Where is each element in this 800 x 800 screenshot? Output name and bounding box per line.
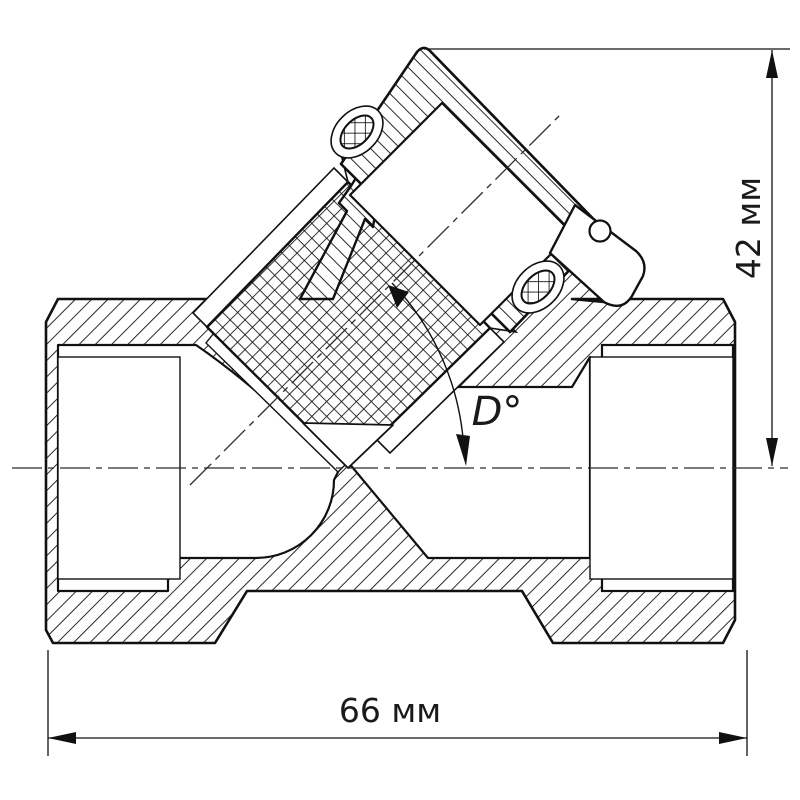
centerlines: [12, 112, 788, 486]
o-ring-bottom: [520, 269, 556, 305]
tab-hole: [588, 219, 612, 243]
chamber-chamfer: [571, 356, 591, 388]
seal-tab: [548, 203, 646, 308]
angle-arrow: [456, 434, 470, 466]
angle-arc: [391, 282, 465, 453]
mesh-cone-tip: [302, 422, 394, 469]
dim-width-arrow-left: [48, 732, 76, 744]
cap-plug: [298, 46, 646, 334]
dim-width-label: 66 мм: [339, 691, 441, 730]
angle-annotation: D°: [391, 282, 523, 466]
dim-height-label: 42 мм: [729, 177, 768, 279]
o-rings: [330, 105, 565, 314]
dim-height: 42 мм: [424, 48, 790, 466]
strainer-mesh: [205, 180, 492, 469]
o-ring-top: [339, 114, 375, 150]
dim-width-arrow-right: [719, 732, 747, 744]
dim-height-arrow-top: [766, 50, 778, 78]
dim-width: 66 мм: [47, 650, 748, 756]
centerline-branch: [189, 112, 563, 486]
angle-label: D°: [472, 389, 523, 435]
flow-arrow: [388, 285, 409, 308]
dim-height-arrow-bottom: [766, 438, 778, 466]
